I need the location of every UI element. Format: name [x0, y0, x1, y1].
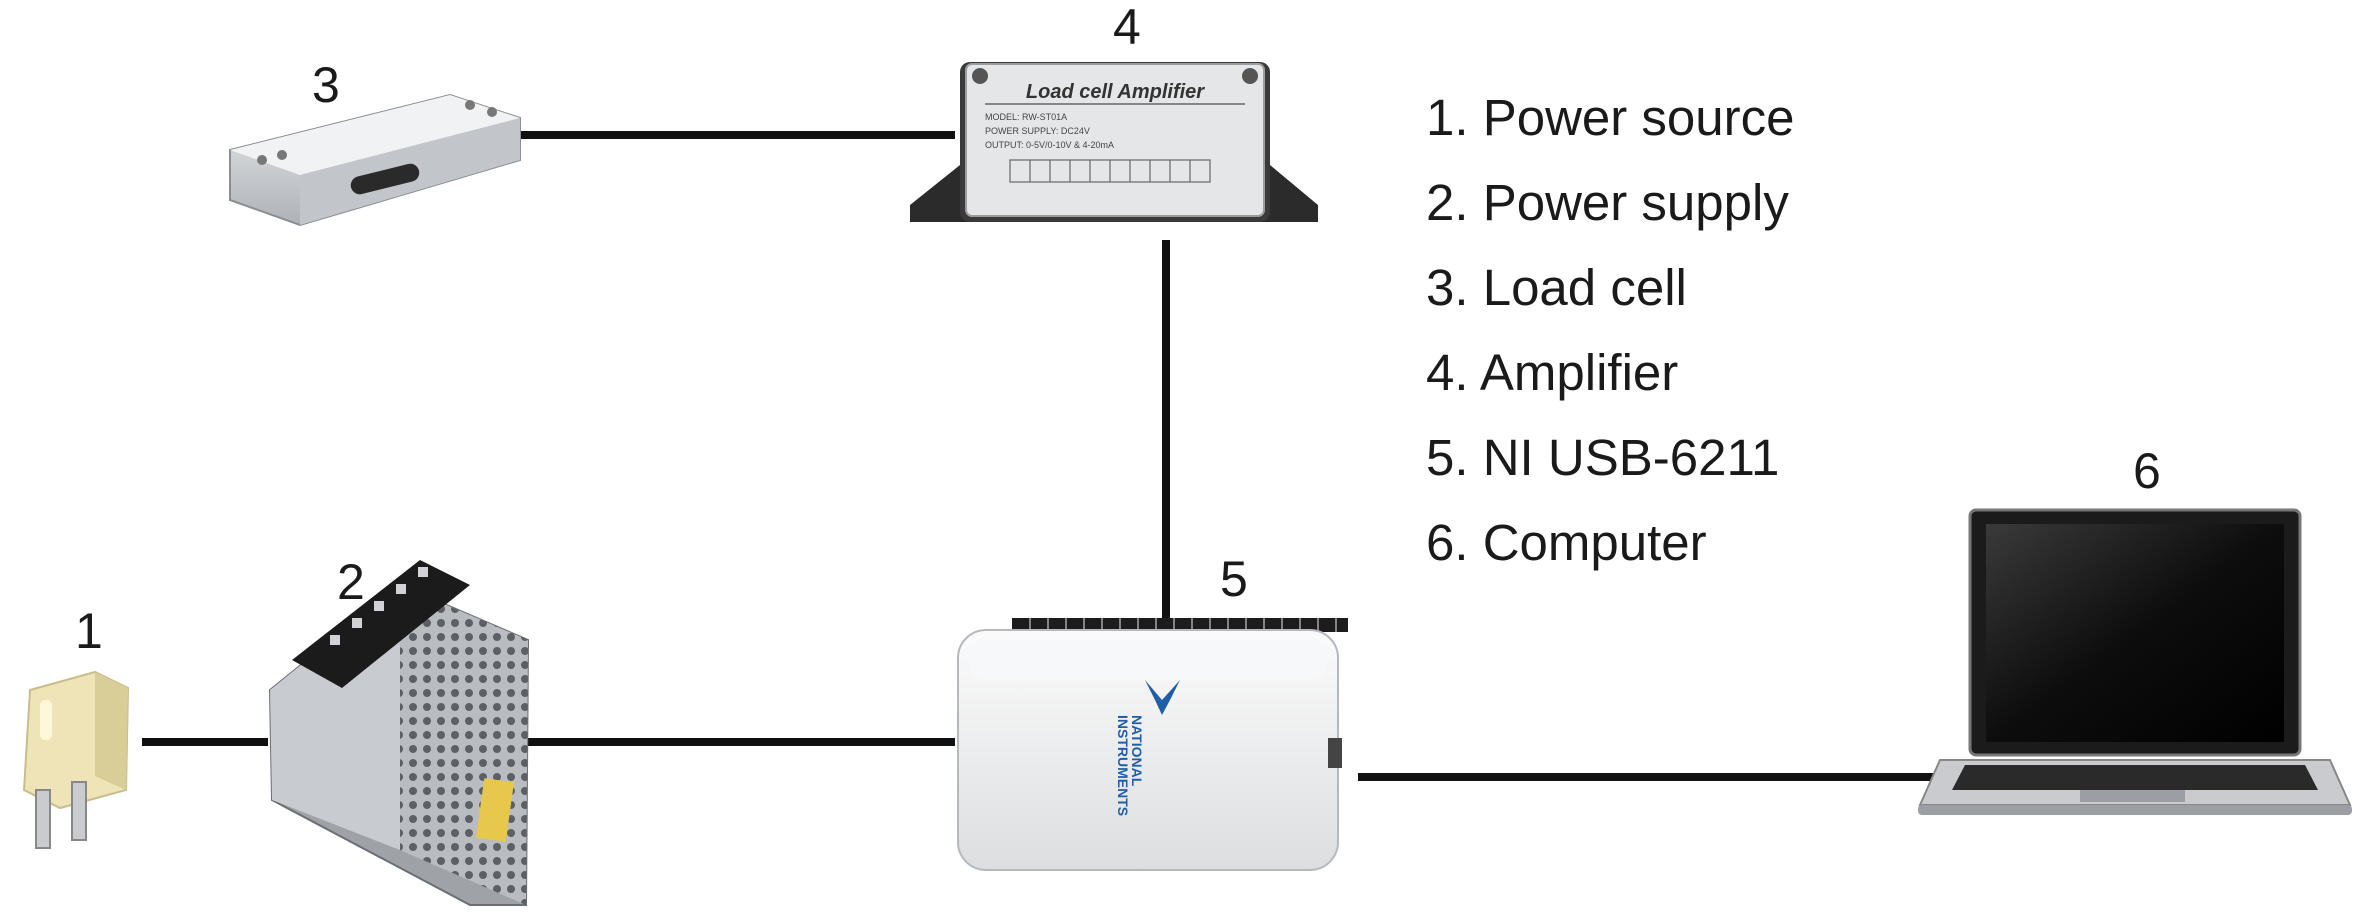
power-plug-icon	[22, 670, 130, 849]
ni-brand-line-1: NATIONAL	[1129, 715, 1145, 787]
amplifier-icon: Load cell Amplifier MODEL: RW-ST01A POWE…	[910, 62, 1318, 222]
amplifier-output: OUTPUT: 0-5V/0-10V & 4-20mA	[985, 140, 1114, 150]
load-cell-icon	[229, 93, 521, 227]
daq-device-icon: NATIONAL INSTRUMENTS	[957, 618, 1348, 871]
label-daq: 5	[1220, 551, 1248, 607]
laptop-icon	[1918, 508, 2352, 815]
label-power-source: 1	[75, 603, 103, 659]
component-legend: 1. Power source 2. Power supply 3. Load …	[1426, 92, 1795, 602]
amplifier-model: MODEL: RW-ST01A	[985, 112, 1067, 122]
label-computer: 6	[2133, 443, 2161, 499]
legend-item-amplifier: 4. Amplifier	[1426, 344, 1679, 401]
legend-item-daq: 5. NI USB-6211	[1426, 429, 1780, 486]
legend-item-load-cell: 3. Load cell	[1426, 259, 1687, 316]
label-load-cell: 3	[312, 57, 340, 113]
power-supply-icon	[268, 560, 530, 906]
label-amplifier: 4	[1113, 0, 1141, 55]
label-power-supply: 2	[337, 554, 365, 610]
cables	[142, 131, 1975, 781]
ni-brand-line-2: INSTRUMENTS	[1115, 715, 1131, 816]
legend-item-computer: 6. Computer	[1426, 514, 1707, 571]
legend-item-power-source: 1. Power source	[1426, 89, 1795, 146]
amplifier-power: POWER SUPPLY: DC24V	[985, 126, 1090, 136]
legend-item-power-supply: 2. Power supply	[1426, 174, 1789, 231]
amplifier-title: Load cell Amplifier	[1026, 81, 1205, 103]
